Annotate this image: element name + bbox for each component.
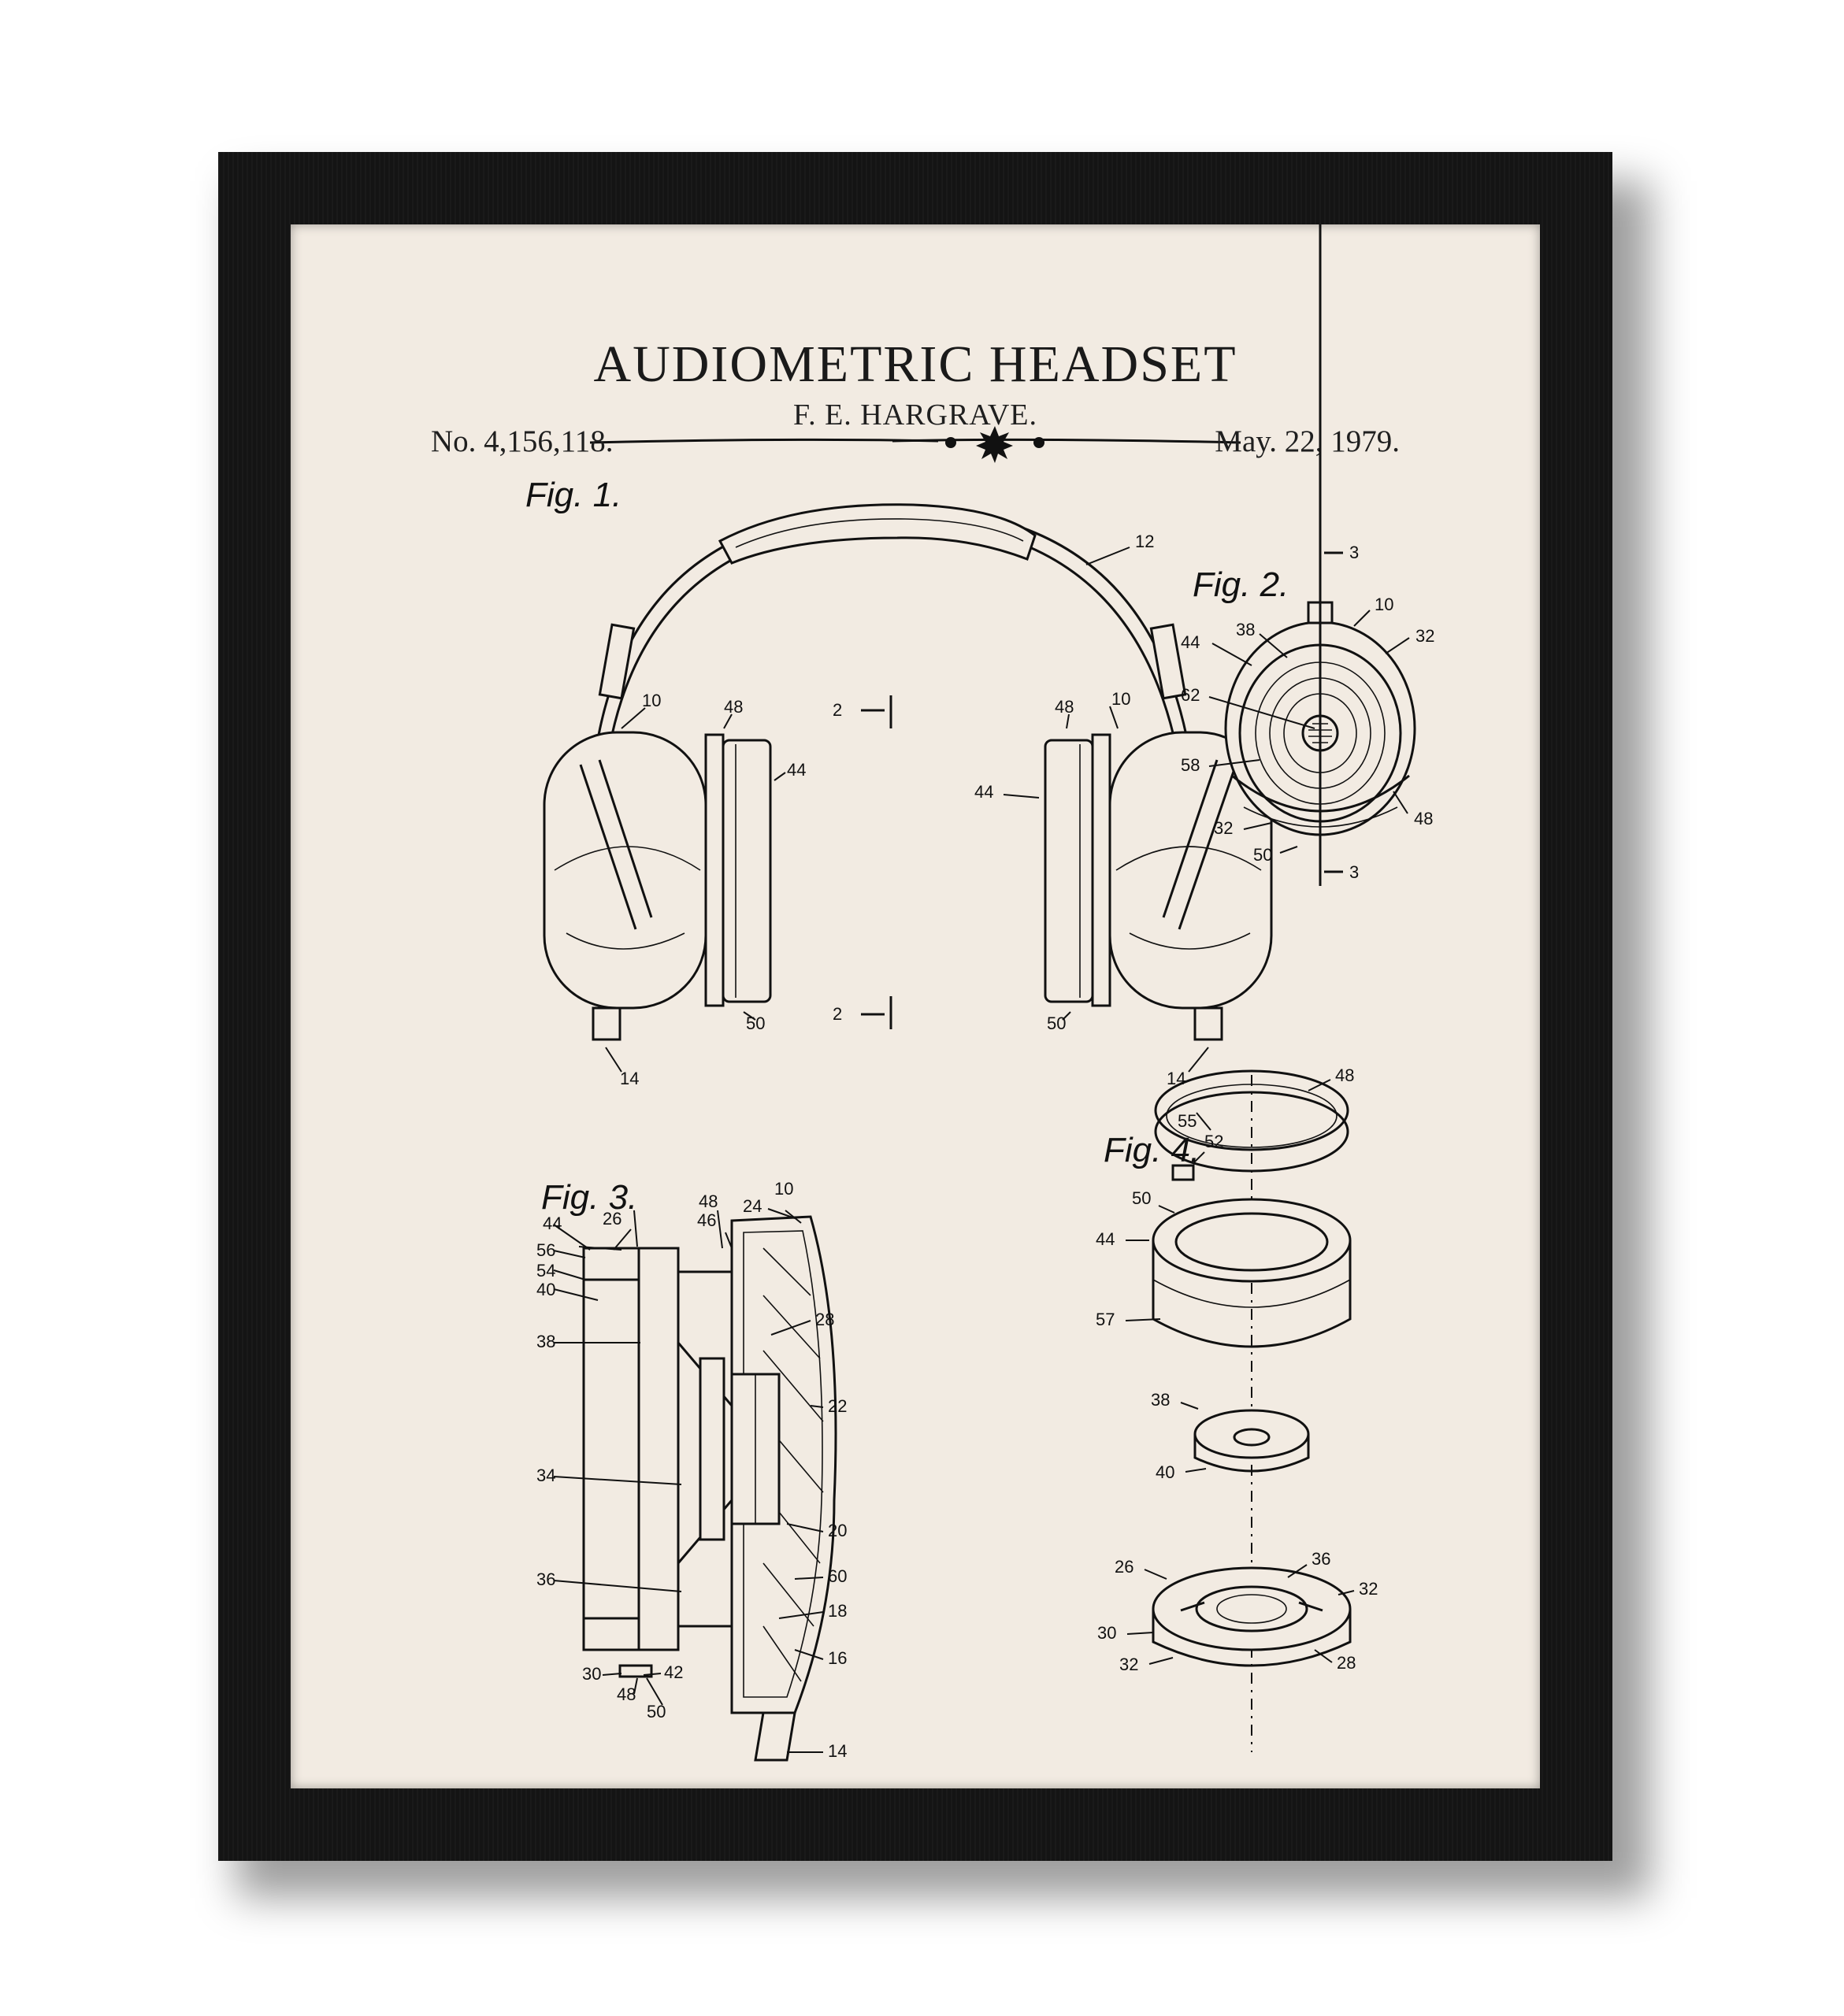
fig2-section-mark: 3 (1349, 543, 1359, 562)
patent-drawing: Fig. 1. (291, 224, 1540, 1788)
figure-4-exploded-view: Fig. 4. (1096, 1065, 1378, 1752)
fig4-label: 36 (1312, 1549, 1330, 1569)
fig1-label: 48 (1055, 697, 1074, 717)
fig4-label: 52 (1204, 1132, 1223, 1151)
fig2-label: 38 (1236, 620, 1255, 639)
fig4-label: 48 (1335, 1065, 1354, 1085)
fig3-label: 48 (699, 1191, 718, 1211)
picture-frame: AUDIOMETRIC HEADSET F. E. HARGRAVE. No. … (218, 152, 1612, 1861)
fig2-label: 58 (1181, 755, 1200, 775)
fig2-label: 32 (1415, 626, 1434, 646)
fig4-label: 26 (1115, 1557, 1133, 1577)
fig3-label: 56 (536, 1240, 555, 1260)
fig1-label: 10 (642, 691, 661, 710)
fig3-label: 14 (828, 1741, 847, 1761)
fig2-label: 32 (1214, 818, 1233, 838)
fig3-label: 34 (536, 1466, 555, 1485)
fig4-label: 32 (1359, 1579, 1378, 1599)
fig3-label: 20 (828, 1521, 847, 1540)
fig3-label: 42 (664, 1662, 683, 1682)
fig4-caption: Fig. 4. (1104, 1131, 1200, 1169)
fig3-label: 36 (536, 1569, 555, 1589)
fig1-label: 48 (724, 697, 743, 717)
fig1-section-mark: 2 (833, 700, 842, 720)
fig3-label: 30 (582, 1664, 601, 1684)
fig3-label: 38 (536, 1332, 555, 1351)
fig3-label: 40 (536, 1280, 555, 1299)
fig1-label: 50 (1047, 1014, 1066, 1033)
fig3-label: 26 (603, 1209, 621, 1228)
fig3-label: 44 (543, 1214, 562, 1233)
fig4-label: 57 (1096, 1310, 1115, 1329)
fig3-caption: Fig. 3. (541, 1178, 637, 1217)
fig4-label: 38 (1151, 1390, 1170, 1410)
fig1-label: 44 (787, 760, 806, 780)
fig1-label: 44 (974, 782, 993, 802)
fig3-label: 16 (828, 1648, 847, 1668)
figure-1-headset-front-view: Fig. 1. (525, 476, 1271, 1088)
fig3-label: 60 (828, 1566, 847, 1586)
fig3-label: 48 (617, 1684, 636, 1704)
fig3-label: 50 (647, 1702, 666, 1721)
figure-3-cross-section: Fig. 3. (536, 1178, 847, 1761)
fig3-label: 10 (774, 1179, 793, 1199)
fig4-label: 55 (1178, 1111, 1197, 1131)
fig1-section-mark: 2 (833, 1004, 842, 1024)
fig1-label: 50 (746, 1014, 765, 1033)
fig3-label: 46 (697, 1210, 716, 1230)
fig3-label: 28 (815, 1310, 834, 1329)
fig1-label: 10 (1111, 689, 1130, 709)
fig1-caption: Fig. 1. (525, 476, 621, 514)
patent-poster: AUDIOMETRIC HEADSET F. E. HARGRAVE. No. … (291, 224, 1540, 1788)
fig2-section-mark: 3 (1349, 862, 1359, 882)
fig3-label: 22 (828, 1396, 847, 1416)
fig3-label: 24 (743, 1196, 762, 1216)
fig4-label: 44 (1096, 1229, 1115, 1249)
fig3-label: 18 (828, 1601, 847, 1621)
fig4-label: 50 (1132, 1188, 1151, 1208)
fig4-label: 28 (1337, 1653, 1356, 1673)
fig1-label: 12 (1135, 532, 1154, 551)
fig2-label: 44 (1181, 632, 1200, 652)
fig3-label: 54 (536, 1261, 555, 1280)
fig2-label: 50 (1253, 845, 1272, 865)
fig2-label: 48 (1414, 809, 1433, 828)
fig1-label: 14 (620, 1069, 639, 1088)
fig2-label: 62 (1181, 685, 1200, 705)
fig4-label: 32 (1119, 1655, 1138, 1674)
fig2-label: 10 (1375, 595, 1393, 614)
fig4-label: 30 (1097, 1623, 1116, 1643)
fig2-caption: Fig. 2. (1193, 565, 1289, 604)
fig4-label: 40 (1156, 1462, 1174, 1482)
